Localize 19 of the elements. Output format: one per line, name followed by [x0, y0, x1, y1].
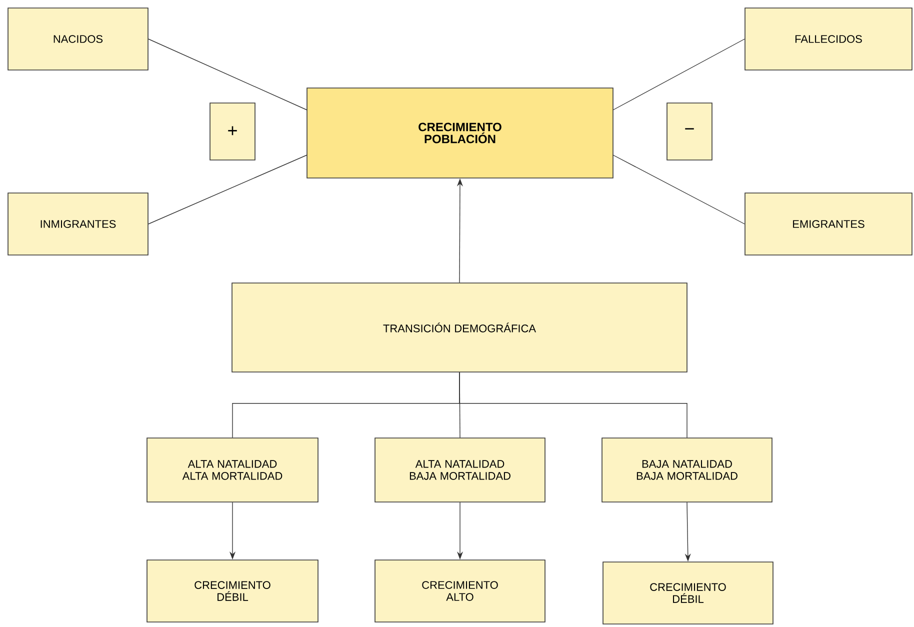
text-box: CRECIMIENTO DÉBIL [146, 560, 318, 622]
text-box: NACIDOS [8, 8, 148, 70]
text-box: ALTA NATALIDAD ALTA MORTALIDAD [146, 438, 318, 502]
connector-line [148, 38, 308, 110]
text-box: EMIGRANTES [744, 192, 912, 256]
text-box: − [666, 102, 712, 160]
text-box: + [210, 102, 256, 160]
text-box: CRECIMIENTO ALTO [374, 560, 546, 622]
text-box: FALLECIDOS [744, 8, 912, 70]
text-box: INMIGRANTES [8, 192, 148, 256]
central-box: CRECIMIENTO POBLACIÓN [306, 88, 614, 178]
connector-line [612, 154, 745, 224]
text-box: BAJA NATALIDAD BAJA MORTALIDAD [602, 438, 772, 502]
text-box: ALTA NATALIDAD BAJA MORTALIDAD [374, 438, 546, 502]
connector-line [148, 154, 308, 224]
text-box: CRECIMIENTO DÉBIL [602, 562, 774, 624]
text-box: TRANSICIÓN DEMOGRÁFICA [232, 282, 688, 372]
connector-line [612, 38, 745, 110]
connector-line [459, 372, 688, 438]
